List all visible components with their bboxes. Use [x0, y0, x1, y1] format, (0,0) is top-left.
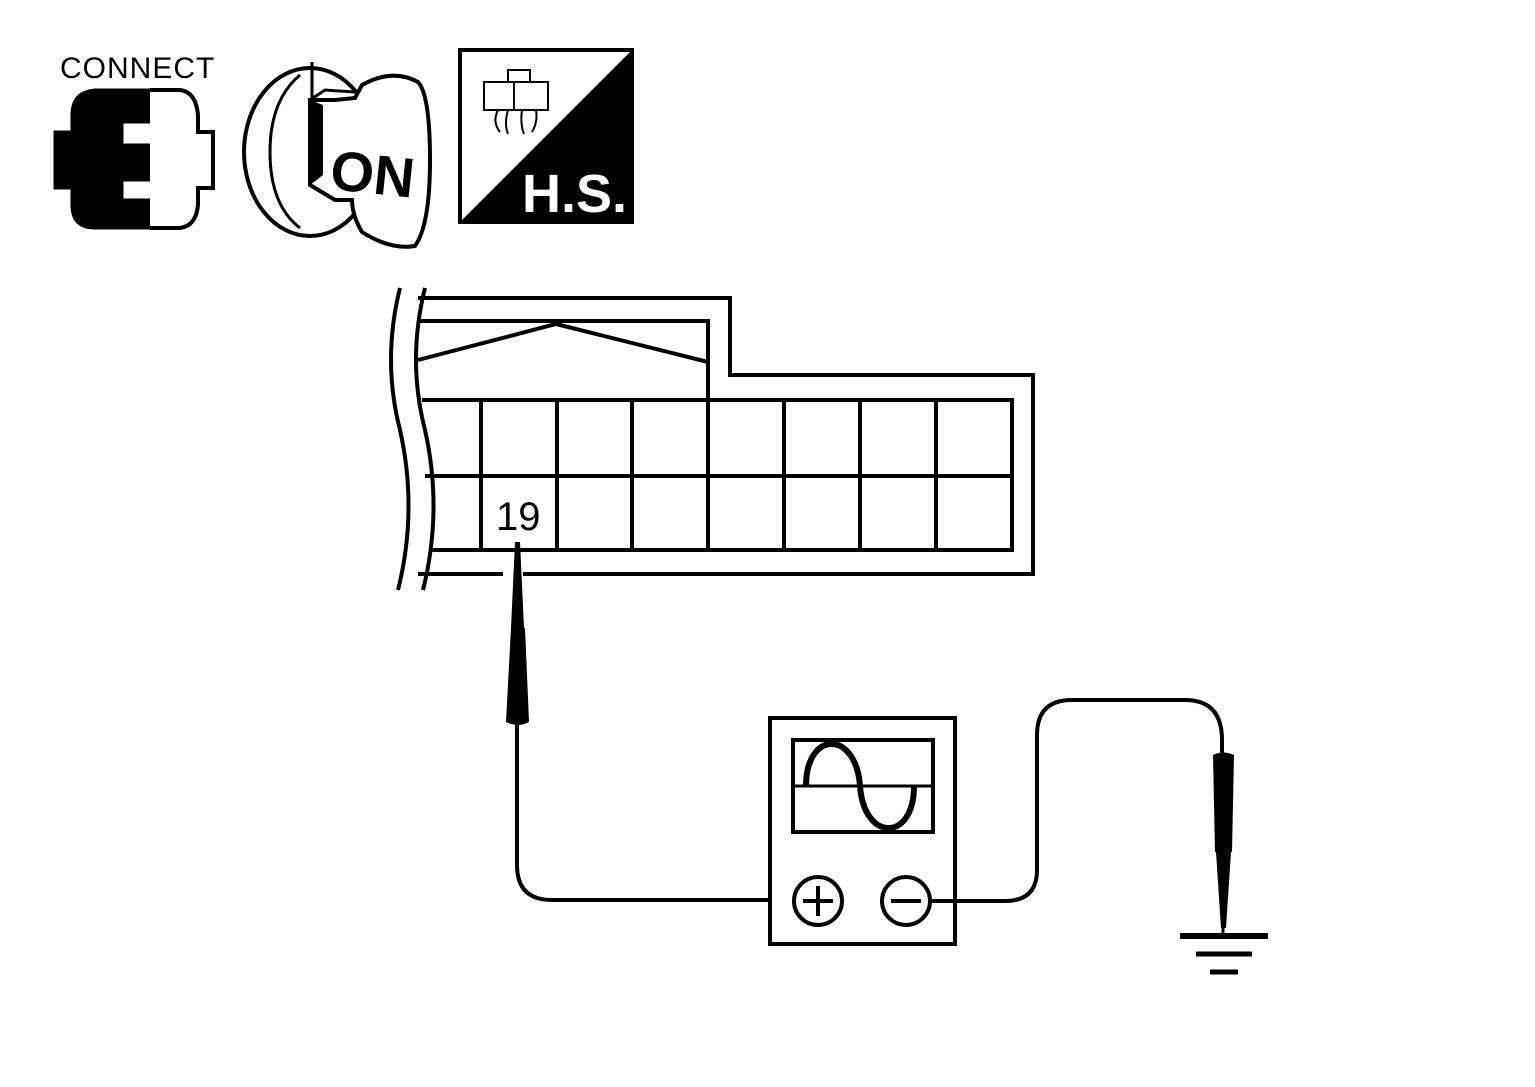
ground-symbol-icon — [1180, 933, 1268, 975]
terminal-19-label: 19 — [496, 495, 541, 539]
connect-label: CONNECT — [60, 52, 215, 85]
sine-waveform — [803, 741, 917, 831]
negative-lead — [930, 698, 1224, 903]
latch-outline — [418, 319, 710, 400]
harness-side-label: H.S. — [522, 164, 627, 224]
negative-probe — [1213, 752, 1234, 935]
ignition-on-label: ON — [328, 138, 418, 209]
harness-side-icon: H.S. — [458, 48, 634, 224]
mini-connector-icon — [483, 69, 549, 135]
ignition-on-icon: ON — [242, 62, 433, 249]
oscilloscope — [768, 716, 957, 946]
connect-icon: CONNECT — [53, 52, 215, 230]
housing-outline — [418, 296, 1035, 576]
positive-lead — [515, 722, 795, 902]
connector-housing — [389, 287, 1035, 591]
connector-black-half — [53, 88, 152, 230]
negative-terminal-icon — [880, 875, 932, 927]
positive-terminal-icon — [792, 875, 844, 927]
latch-ridge — [417, 321, 709, 364]
break-line-inner — [414, 287, 436, 591]
connector-white-half — [150, 88, 215, 230]
positive-probe — [506, 542, 529, 725]
break-line-outer — [389, 287, 411, 591]
